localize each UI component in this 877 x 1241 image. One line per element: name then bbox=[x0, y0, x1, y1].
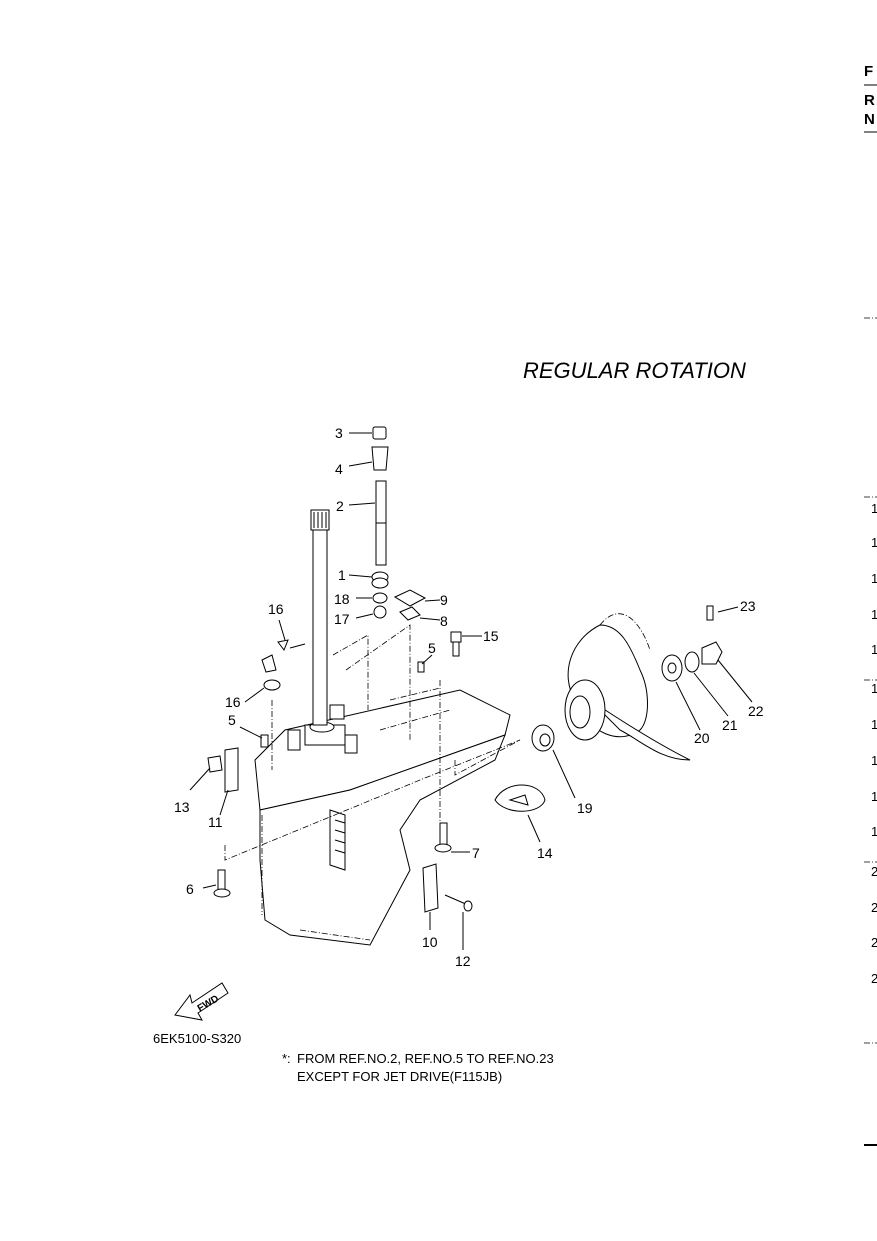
edge-row: 1 bbox=[871, 607, 877, 622]
edge-row: 1 bbox=[871, 535, 877, 550]
callout: 14 bbox=[537, 845, 553, 861]
shift-rod-parts bbox=[371, 426, 427, 621]
edge-row: 1 bbox=[871, 753, 877, 768]
callout: 12 bbox=[455, 953, 471, 969]
callout: 3 bbox=[335, 425, 343, 441]
edge-header-f: F bbox=[864, 63, 873, 80]
callout: 2 bbox=[336, 498, 344, 514]
callout: 5 bbox=[428, 640, 436, 656]
callout: 17 bbox=[334, 611, 350, 627]
callout: 9 bbox=[440, 592, 448, 608]
callout: 16 bbox=[268, 601, 284, 617]
callout: 4 bbox=[335, 461, 343, 477]
note-marker: *: bbox=[282, 1051, 291, 1066]
fwd-arrow-icon: FWD bbox=[174, 982, 229, 1021]
callout: 15 bbox=[483, 628, 499, 644]
callout: 20 bbox=[694, 730, 710, 746]
edge-row: 2 bbox=[871, 900, 877, 915]
edge-header-r: R bbox=[864, 92, 875, 109]
propeller bbox=[564, 613, 691, 761]
page-title: REGULAR ROTATION bbox=[523, 358, 746, 383]
edge-row: 1 bbox=[871, 717, 877, 732]
callout: 23 bbox=[740, 598, 756, 614]
note-line-1: FROM REF.NO.2, REF.NO.5 TO REF.NO.23 bbox=[297, 1051, 554, 1066]
note-line-2: EXCEPT FOR JET DRIVE(F115JB) bbox=[297, 1069, 502, 1084]
propeller-hardware bbox=[494, 605, 723, 812]
callout-numbers: 3 4 2 1 18 9 17 8 15 5 16 16 5 13 11 6 7… bbox=[174, 425, 764, 969]
callout: 5 bbox=[228, 712, 236, 728]
callout: 19 bbox=[577, 800, 593, 816]
edge-header-n: N bbox=[864, 111, 875, 128]
leader-lines bbox=[189, 432, 753, 950]
callout: 18 bbox=[334, 591, 350, 607]
callout: 13 bbox=[174, 799, 190, 815]
callout: 8 bbox=[440, 613, 448, 629]
right-edge-column: F R N 1 1 1 1 1 1 1 1 1 1 2 2 2 2 bbox=[864, 63, 877, 1146]
edge-row: 2 bbox=[871, 935, 877, 950]
callout: 16 bbox=[225, 694, 241, 710]
bolts-and-clips bbox=[207, 631, 473, 913]
callout: 21 bbox=[722, 717, 738, 733]
diagram-code: 6EK5100-S320 bbox=[153, 1031, 241, 1046]
edge-row: 1 bbox=[871, 501, 877, 516]
edge-row: 1 bbox=[871, 681, 877, 696]
edge-row: 2 bbox=[871, 971, 877, 986]
edge-row: 1 bbox=[871, 824, 877, 839]
callout: 22 bbox=[748, 703, 764, 719]
edge-row: 1 bbox=[871, 642, 877, 657]
fwd-label: FWD bbox=[196, 994, 221, 1015]
edge-row: 1 bbox=[871, 789, 877, 804]
callout: 10 bbox=[422, 934, 438, 950]
callout: 7 bbox=[472, 845, 480, 861]
drive-shaft bbox=[310, 509, 330, 726]
edge-row: 1 bbox=[871, 571, 877, 586]
lower-casing bbox=[254, 687, 511, 946]
callout: 11 bbox=[208, 814, 223, 830]
edge-row: 2 bbox=[871, 864, 877, 879]
callout: 1 bbox=[338, 567, 346, 583]
callout: 6 bbox=[186, 881, 194, 897]
